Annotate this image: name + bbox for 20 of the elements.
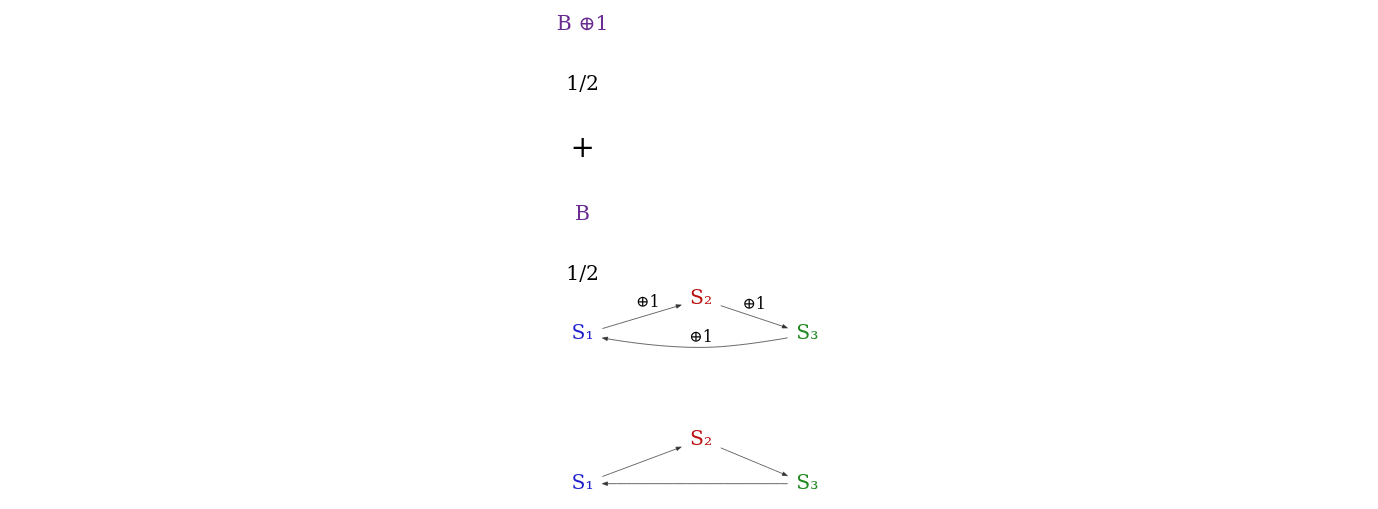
label: 1/2 — [566, 71, 600, 96]
label: B — [575, 200, 591, 225]
label: + — [570, 130, 595, 165]
node-text: S₂ — [689, 285, 713, 310]
edge-label: ⊕1 — [689, 327, 713, 347]
node-text: S₃ — [796, 320, 819, 345]
arrow — [720, 447, 788, 477]
arrow — [720, 305, 788, 329]
arrow — [602, 304, 682, 329]
label: B ⊕1 — [556, 11, 609, 36]
node-text: S₃ — [796, 469, 819, 494]
arrow — [602, 446, 682, 477]
label: 1/2 — [566, 260, 600, 285]
node-text: S₁ — [571, 469, 594, 494]
arrow — [602, 336, 788, 348]
node-text: S₂ — [689, 425, 713, 450]
node-text: S₁ — [571, 320, 594, 345]
arrow — [602, 481, 789, 486]
edge-label: ⊕1 — [742, 294, 767, 314]
edge-label: ⊕1 — [636, 292, 660, 312]
